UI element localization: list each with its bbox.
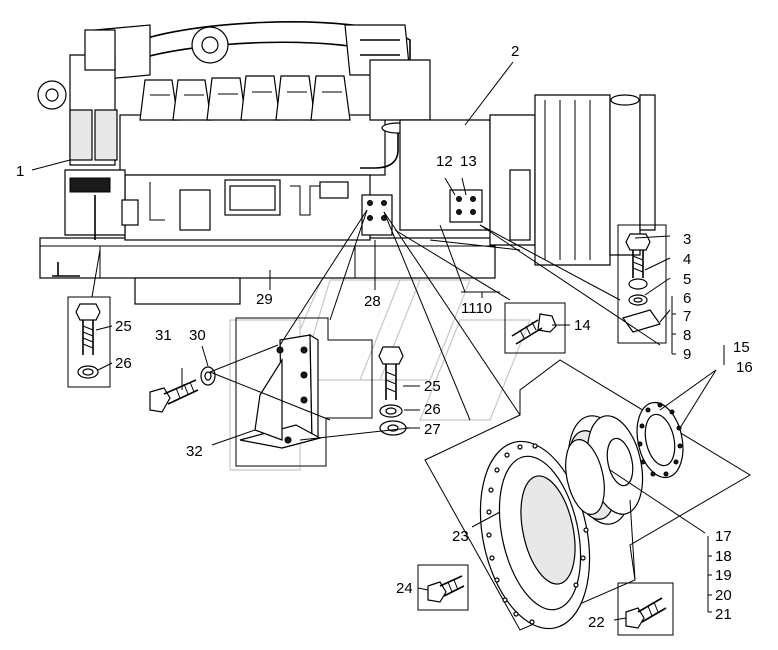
engine-generator-set: [37, 21, 656, 305]
callout-6: 6: [683, 290, 691, 307]
detail-box-fasteners-25-26: [67, 296, 111, 388]
leader-lines: [31, 61, 717, 621]
callout-labels: 1 2 12 13 3 4 5 6 7 8 9 1110 14 15 16 17…: [16, 43, 753, 631]
detail-box-flywheel-coupling: [424, 359, 751, 631]
callout-8: 8: [683, 327, 691, 344]
detail-box-bolt-14: [504, 302, 566, 354]
callout-17: 17: [715, 528, 732, 545]
callout-4: 4: [683, 251, 691, 268]
callout-2: 2: [511, 43, 519, 60]
callout-25-left: 25: [115, 318, 132, 335]
callout-22: 22: [588, 614, 605, 631]
callout-16: 16: [736, 359, 753, 376]
grouping-brackets: [671, 296, 725, 613]
callout-19: 19: [715, 567, 732, 584]
callout-21: 21: [715, 606, 732, 623]
cylinder-heads: [139, 75, 351, 121]
callout-27: 27: [424, 421, 441, 438]
callout-15: 15: [733, 339, 750, 356]
callout-18: 18: [715, 548, 732, 565]
callout-9: 9: [683, 346, 691, 363]
callout-30: 30: [189, 327, 206, 344]
callout-24: 24: [396, 580, 413, 597]
callout-3: 3: [683, 231, 691, 248]
callout-32: 32: [186, 443, 203, 460]
callout-7: 7: [683, 308, 691, 325]
callout-23: 23: [452, 528, 469, 545]
callout-13: 13: [460, 153, 477, 170]
callout-29: 29: [256, 291, 273, 308]
callout-12: 12: [436, 153, 453, 170]
callout-28: 28: [364, 293, 381, 310]
callout-5: 5: [683, 271, 691, 288]
callout-1110: 1110: [461, 300, 492, 317]
detail-box-bolt-24: [417, 564, 469, 611]
detail-box-bracket-assembly: [149, 317, 407, 467]
detail-box-bolt-22: [617, 582, 674, 636]
callout-26-left: 26: [115, 355, 132, 372]
flange-bolt-holes: [637, 402, 683, 477]
callout-1: 1: [16, 163, 24, 180]
callout-20: 20: [715, 587, 732, 604]
callout-31: 31: [155, 327, 172, 344]
callout-26-right: 26: [424, 401, 441, 418]
callout-14: 14: [574, 317, 591, 334]
callout-25-right: 25: [424, 378, 441, 395]
